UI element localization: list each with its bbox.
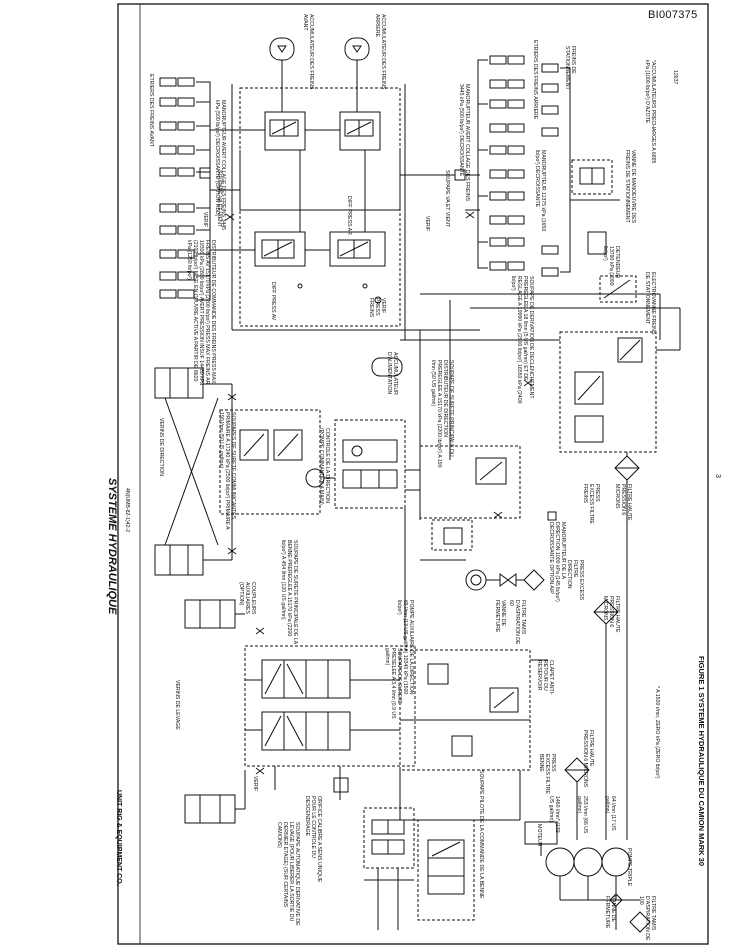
label-shutoff-valve: VANNE DE FERMETURE — [494, 600, 506, 633]
label-parking-brakes: FREINS DE STATIONNEMENT — [564, 46, 576, 90]
pilot-valve — [363, 807, 475, 930]
page-border — [117, 3, 709, 945]
label-hoist-cylinders: VERINS DE LEVAGE — [174, 680, 180, 730]
label-verif-hoist: VERIF — [252, 776, 258, 792]
label-brake-distributor: DISTRIBUTEUR DE COMMANDE DES FREINS PRES… — [186, 240, 216, 386]
rear-brake-calipers — [477, 55, 525, 271]
steering-control-unit — [305, 419, 406, 509]
label-high-pressure-filter-1: FILTRE HAUTE PRESSION 6 MICRONS — [614, 484, 632, 521]
page-heading: SYSTEME HYDRAULIQUE — [106, 478, 118, 615]
brake-bypass-block — [559, 308, 681, 453]
label-bypass-valve: SOUPAPE DE DERIVATION DE DECLENCHEMENT P… — [510, 276, 534, 404]
label-rear-pressure-switch: MANORUPTEUR AVERT COLLAGE DES FREINS 344… — [458, 84, 470, 202]
label-rear-accumulator: ACCUMULATEUR DES FREINS ARRIERE — [374, 14, 386, 90]
label-pilot-valve: SOUPAPE PILOTE DE LA COMMANDE DE LA BENN… — [478, 770, 484, 899]
page-number: 3 — [714, 474, 721, 478]
label-steering-relief: SOUPAPES DE SURETE COMMUNICANTES PRIMAIR… — [218, 412, 236, 530]
document-id: BI007375 — [648, 9, 698, 21]
steering-main-relief — [405, 445, 521, 519]
parking-brakes — [541, 63, 637, 303]
footnote: * A 1500 r/mn, ZERO kPa (ZERO lb/po²) — [654, 686, 660, 779]
auxiliary-pump-area — [404, 508, 545, 640]
label-check-valve: CLAPET ANTI-RETOUR DU RESERVOIR — [536, 660, 554, 695]
hoist-main-relief — [399, 649, 548, 771]
label-auto-hoist-valve: SOUPAPE AUTOMATIQUE DERIVATIVE DE LEVAGE… — [276, 822, 300, 926]
label-hoist-filter-excess: PRESS EXCESS FILTRE BENNE — [538, 754, 556, 794]
label-pressure-reducer: DETENDEUR 13790 kPa (2000 lb/po²) — [602, 246, 620, 286]
label-precharged-accumulators: *ACCUMULATEURS PRECHARGES A 6895 kPa (10… — [644, 60, 656, 164]
label-suction-strainer: FILTRE TAMIS D'ASPIRATION DE 60 — [508, 600, 526, 645]
company-name: UNIT RIG & EQUIPMENT CO. — [115, 790, 122, 886]
label-diff-rear: DIFF PRESS AR — [346, 196, 352, 235]
check-valves — [225, 211, 533, 775]
label-aux-couplers: COUPLEURS AUXILIAIRES (OPTION) — [238, 582, 256, 615]
label-parking-valve: VANNE DE MANOEUVRE DES FREINS DE STATION… — [624, 150, 636, 224]
label-front-accumulator: ACCUMULATEUR DES FREINS AVANT — [302, 14, 314, 90]
hoist-cylinders — [184, 599, 245, 824]
brake-accumulators — [269, 37, 370, 112]
label-rear-calipers: ETRIERS DES FREINS ARRIERE — [532, 40, 538, 120]
label-verif-front: VERIF — [202, 212, 208, 228]
front-brake-calipers — [159, 77, 211, 301]
label-pressure-switch-11375: MANORUPTEUR 11375 kPa (1650 lb/po²) DECR… — [534, 150, 546, 232]
label-steering-filter-excess: PRESS EXCESS FILTRE DIRECTION — [566, 560, 584, 601]
label-triple-pump: POMPE TRIPLE — [626, 848, 632, 887]
label-high-pressure-filter-3: FILTRE HAUTE PRESSION 6 MICRONS — [582, 730, 594, 788]
brake-valve-blocks — [210, 87, 401, 327]
label-flow-1460: 1460 l/mn* (132 US gal/mn) — [548, 796, 560, 833]
label-verif-brake-pressure: VERIF PRESS FREINS — [368, 298, 386, 318]
label-flow-253: 253 l/mn (66 US gal/mn) — [576, 796, 588, 834]
label-verif-rear: VERIF — [424, 216, 430, 232]
code-right: 12637 — [672, 70, 678, 85]
label-steering-cylinders: VERINS DE DIRECTION — [158, 418, 164, 476]
label-steering-control: CONTROLE DE LA DIRECTION (POMPE COMMANDE… — [318, 428, 330, 505]
supply-accumulator — [371, 296, 403, 377]
label-pump-relief: SOUPAPE DE SURETE PRESELEE A 3,4 l/mn (0… — [384, 648, 402, 719]
steering-cylinders — [154, 367, 232, 576]
label-shuttle-valve-front: SOUPAPE VA ET VIENT — [216, 170, 222, 228]
figure-caption: FIGURE 1 SYSTEME HYDRAULIQUE DU CAMION M… — [697, 656, 706, 867]
label-engine: MOTEUR — [536, 824, 542, 847]
label-front-calipers: ETRIERS DES FREINS AVANT — [148, 74, 154, 147]
hoist-valve-block — [244, 645, 416, 767]
reference-code: 4N(UMB-82-1)42-2 — [124, 488, 130, 533]
label-solenoid-valve: ELECTROVANNE FREINS DE STATIONNEMENT — [644, 272, 656, 335]
label-hoist-main-relief: SOUPAPE DE SURETE PRINCIPALE DE LA BENNE… — [280, 540, 298, 644]
label-flow-64: 64 l/mn (17 US gal/mn) — [604, 796, 616, 831]
label-suction-strainer-2: FILTRE TAMIS D'ASPIRATION DE 100 — [638, 896, 656, 941]
label-supply-accumulator: ACCUMULATEUR D'ALIMENTATION — [386, 352, 398, 395]
label-steering-main-relief: SOUPAPE DE SURETE PRINCIPALE DU DISTRIBU… — [430, 360, 454, 468]
label-brake-filter-excess: PRESS EXCESS FILTRE FREINS — [582, 484, 600, 524]
label-high-pressure-filter-2: FILTRE HAUTE PRESSION 6 MICRONS — [602, 596, 620, 633]
steering-relief-block — [219, 384, 321, 560]
filters-right — [547, 452, 640, 840]
label-steering-pressure-switch: MANORUPTEUR DE LA DIRECTION 1000 kPa (14… — [548, 522, 566, 602]
label-shutoff-valve-2: VANNE DE FERMETURE — [604, 896, 616, 929]
label-diff-front: DIFF PRESS AV — [270, 282, 276, 321]
label-shuttle-valve-rear: SOUPAPE VA ET VIENT — [444, 170, 450, 228]
brake-supply-lines — [231, 84, 680, 520]
triple-pump — [524, 821, 651, 933]
label-orifice: ORIFICE CALIBRE A SENS UNIQUE POUR LE CO… — [304, 796, 322, 883]
shuttle-valves — [199, 167, 480, 211]
